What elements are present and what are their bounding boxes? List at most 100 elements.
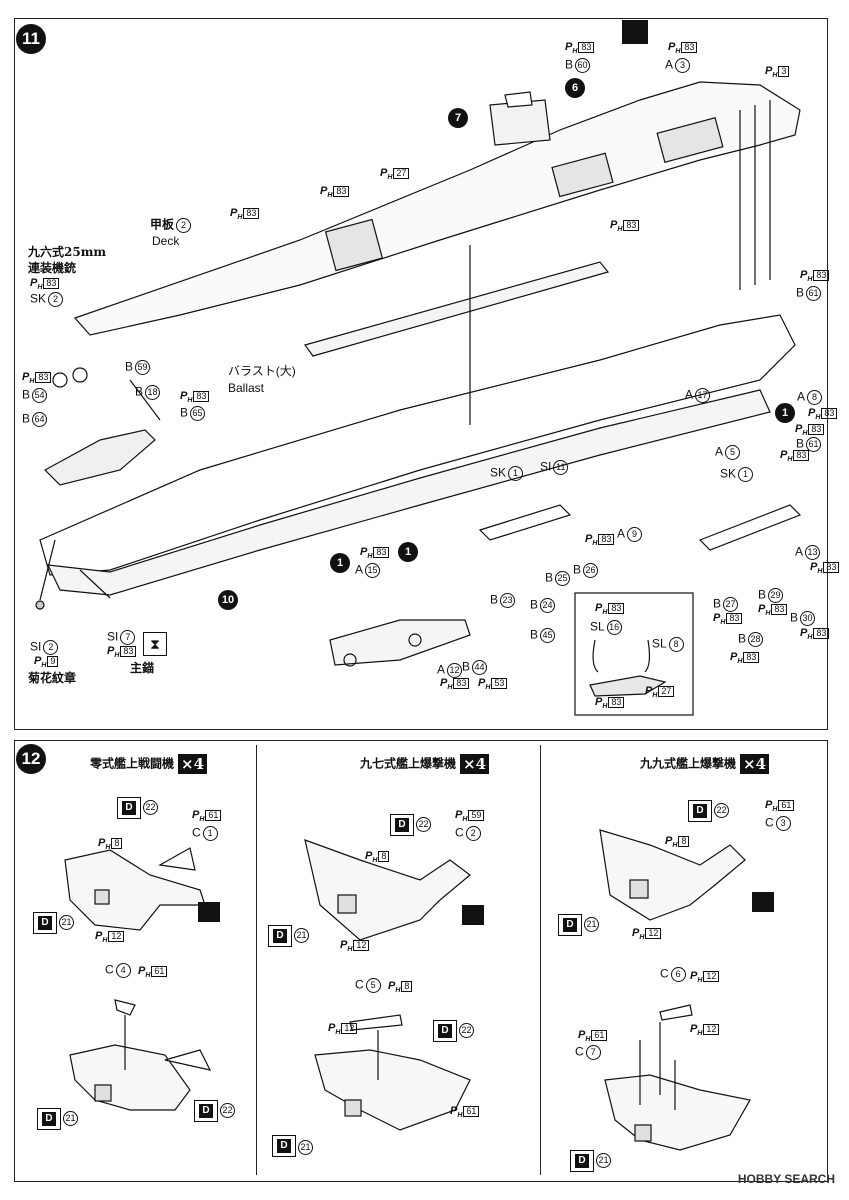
subassembly-badge: 10 [218, 590, 238, 610]
decal-num: 22 [218, 1103, 235, 1118]
step-12-number: 12 [16, 744, 46, 774]
plane-title-val: 九九式艦上爆撃機×4 [640, 754, 770, 774]
step-11-frame [14, 18, 828, 730]
plane-title-kate: 九七式艦上爆撃機×4 [360, 754, 490, 774]
decal-tag: D [117, 797, 141, 819]
mg-title-line2: 連装機銃 [28, 261, 77, 275]
anchor-label: 主錨 [130, 661, 155, 675]
decal-tag: D [37, 1108, 61, 1130]
deck-en-label: Deck [152, 234, 180, 248]
subassembly-badge: 6 [565, 78, 585, 98]
subassembly-badge: 1 [398, 542, 418, 562]
decal-tag: D [33, 912, 57, 934]
subassembly-badge: 1 [775, 403, 795, 423]
paint-stripe-icon [752, 892, 774, 912]
step-12-frame [14, 740, 828, 1182]
column-divider [540, 745, 541, 1175]
decal-num: 21 [292, 928, 309, 943]
decal-tag: D [558, 914, 582, 936]
paint-stripe-icon [198, 902, 220, 922]
decal-tag: D [570, 1150, 594, 1172]
subassembly-badge: 1 [330, 553, 350, 573]
ballast-en-label: Ballast [228, 381, 265, 395]
step-11-number: 11 [16, 24, 46, 54]
watermark: HOBBY SEARCH [737, 1172, 835, 1186]
decal-tag: D [688, 800, 712, 822]
decal-num: 22 [141, 800, 158, 815]
column-divider [256, 745, 257, 1175]
decal-tag: D [390, 814, 414, 836]
ballast-label: バラスト(大) [228, 364, 296, 378]
anchor-flip-icon: ⧗ [143, 632, 167, 656]
subassembly-badge: 7 [448, 108, 468, 128]
decal-num: 22 [414, 817, 431, 832]
chrysanthemum-label: 菊花紋章 [28, 671, 77, 685]
plane-title-zero: 零式艦上戦闘機×4 [90, 754, 208, 774]
